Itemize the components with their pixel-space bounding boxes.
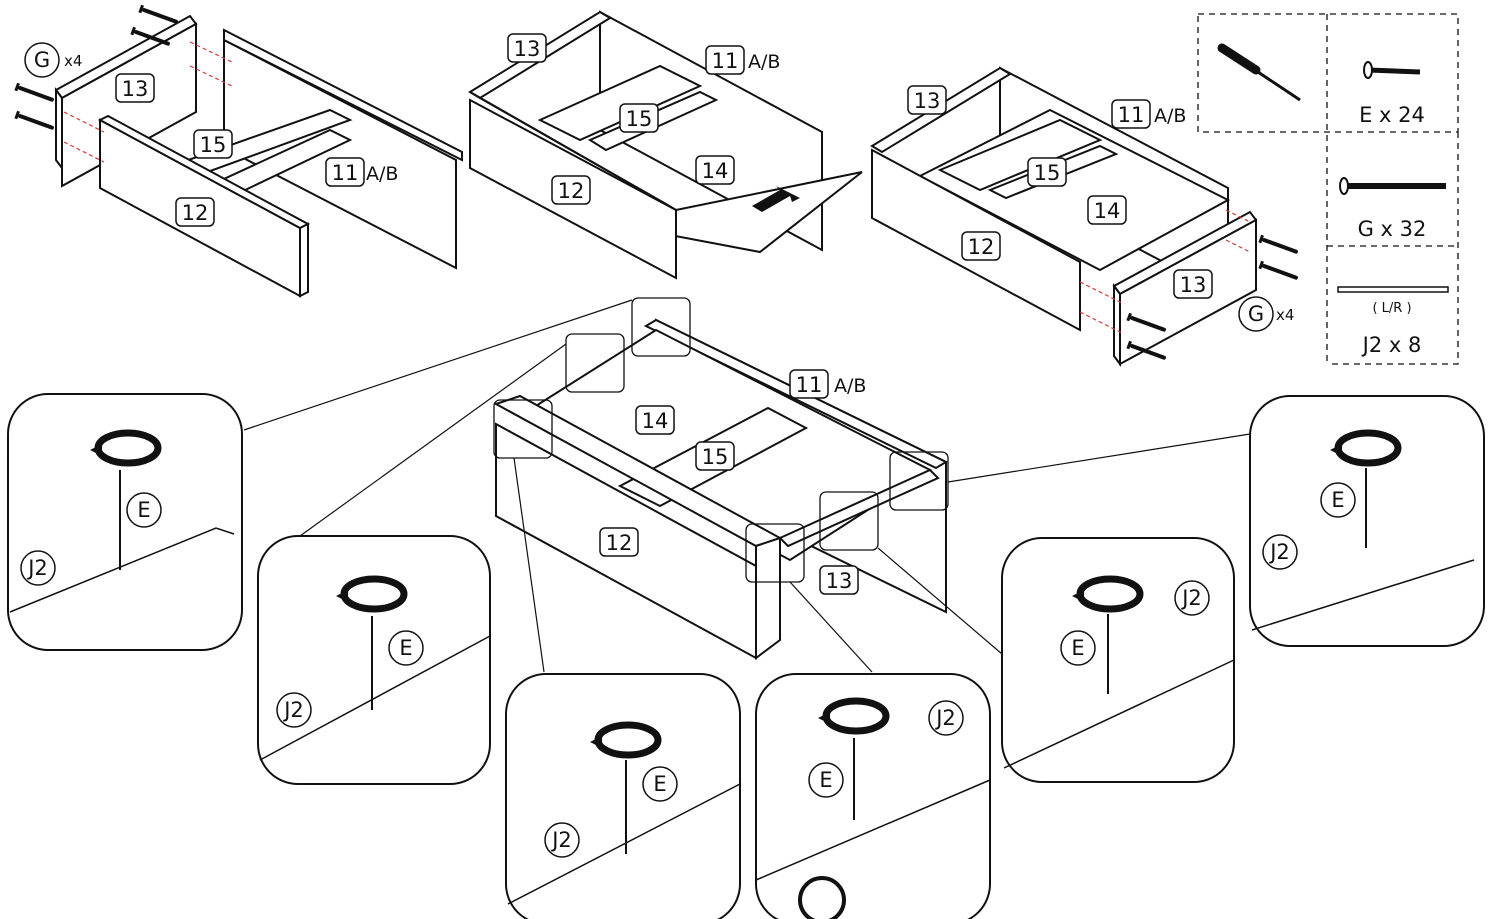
hardware-j2-badge: J2	[1180, 586, 1202, 610]
callout-lines	[243, 299, 1251, 673]
part-14-label: 14	[1094, 199, 1121, 223]
detail-bubble-1	[7, 393, 243, 651]
part-15-label: 15	[1034, 161, 1061, 185]
part-13-label: 13	[826, 569, 853, 593]
part-12-label: 12	[606, 531, 633, 555]
part-label-texts: 13 15 11 A/B 12 13 11 A/B 15 14 12 13 11…	[122, 37, 1207, 593]
part-11-label: 11	[332, 161, 359, 185]
hardware-texts: G x4 G x4 E x 24 G x 32 ( L/R ) J2 x 8 E…	[26, 48, 1426, 852]
part-12-label: 12	[182, 201, 209, 225]
label-boxes	[115, 33, 1213, 595]
main-assembly	[493, 318, 949, 660]
hardware-e-badge: E	[1071, 636, 1084, 660]
part-15-label: 15	[626, 107, 653, 131]
hardware-g-qty: x4	[64, 52, 82, 70]
detail-bubble-6	[1249, 395, 1485, 647]
screw-g-icon	[1339, 177, 1446, 195]
part-11-label: 11	[1118, 103, 1145, 127]
part-11-label: 11	[712, 49, 739, 73]
hardware-j2-badge: J2	[550, 828, 572, 852]
part-12-label: 12	[968, 235, 995, 259]
part-13-label: 13	[122, 77, 149, 101]
detail-highlight-boxes	[493, 297, 949, 583]
part-11-label: 11	[796, 373, 823, 397]
part-11-variant: A/B	[834, 375, 866, 397]
part-11-variant: A/B	[366, 163, 398, 185]
part-12-label: 12	[558, 179, 585, 203]
hardware-g-badge: G	[1248, 302, 1264, 326]
hardware-g-badge: G	[34, 48, 50, 72]
hardware-j2-badge: J2	[934, 706, 956, 730]
hardware-j2-badge: J2	[1268, 540, 1290, 564]
hardware-g-count: G x 32	[1358, 217, 1427, 241]
part-13-label: 13	[914, 89, 941, 113]
drawer-slide-icon	[1337, 286, 1449, 293]
step1-panel-assembly	[54, 14, 463, 298]
part-11-variant: A/B	[748, 51, 780, 73]
push-arrow-icon	[752, 186, 800, 212]
step1-guides	[63, 41, 233, 163]
hardware-e-badge: E	[653, 772, 666, 796]
screw-e-icon	[1363, 61, 1421, 79]
hardware-e-badge: E	[819, 768, 832, 792]
part-15-label: 15	[200, 133, 227, 157]
part-14-label: 14	[702, 159, 729, 183]
hardware-g-qty: x4	[1276, 306, 1294, 324]
part-13-label: 13	[514, 37, 541, 61]
circle-badges	[20, 42, 1356, 858]
detail-bubble-2	[257, 535, 491, 785]
hardware-e-badge: E	[1331, 488, 1344, 512]
part-15-label: 15	[702, 445, 729, 469]
detail-bubble-4	[755, 673, 991, 919]
step2-panel-assembly	[468, 10, 863, 280]
hardware-j2-count: J2 x 8	[1361, 333, 1422, 357]
detail-bubble-3	[505, 673, 741, 919]
part-13-label: 13	[1180, 273, 1207, 297]
hardware-e-count: E x 24	[1359, 103, 1425, 127]
hardware-e-badge: E	[399, 636, 412, 660]
detail-bubble-5	[1001, 537, 1235, 783]
hardware-e-badge: E	[137, 498, 150, 522]
hardware-j2-badge: J2	[26, 556, 48, 580]
part-11-variant: A/B	[1154, 105, 1186, 127]
step3-guides	[1079, 209, 1251, 335]
hardware-legend	[1197, 13, 1459, 365]
screwdriver-icon	[1217, 43, 1301, 102]
part-14-label: 14	[642, 409, 669, 433]
hardware-j2-badge: J2	[282, 698, 304, 722]
hardware-slide-side: ( L/R )	[1372, 301, 1411, 316]
